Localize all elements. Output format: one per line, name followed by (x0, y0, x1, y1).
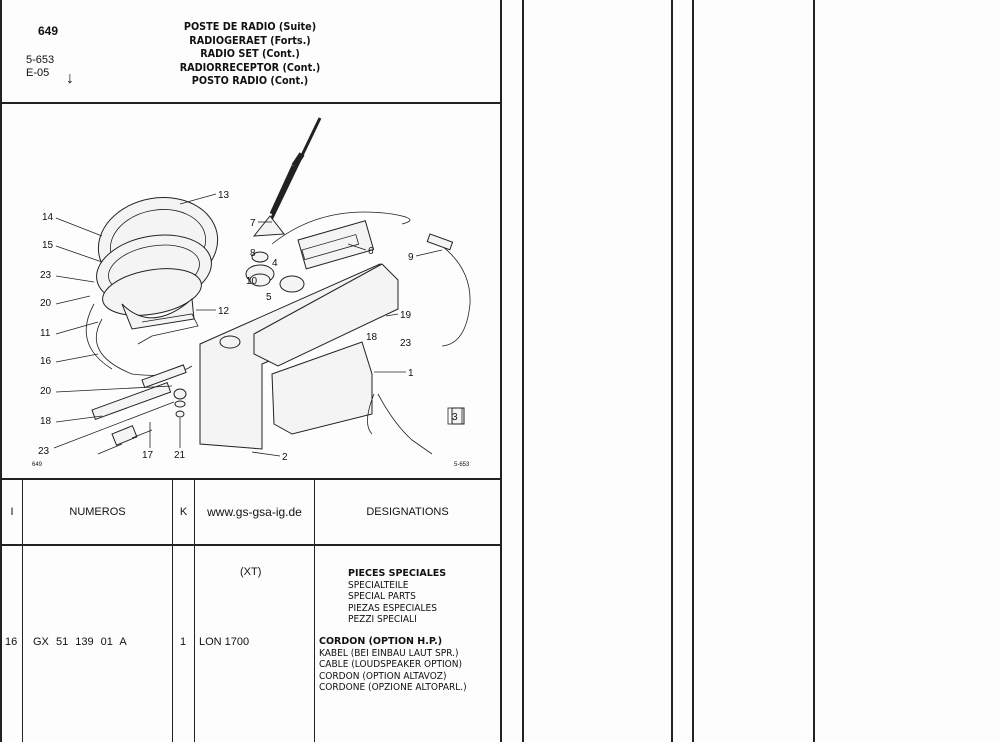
part-number: GX 51 139 01 A (33, 636, 127, 648)
callout-2: 2 (282, 452, 288, 463)
table-header-divider (0, 544, 502, 546)
callout-12: 12 (218, 306, 230, 317)
callout-labels: 13 14 15 23 20 11 16 20 18 23 17 21 12 7… (32, 190, 470, 468)
callout-19: 18 (366, 332, 378, 343)
cable-drawing (85, 211, 471, 455)
callout-23: 23 (400, 338, 412, 349)
speaker-housing-drawing (96, 197, 219, 345)
title-line: RADIORRECEPTOR (Cont.) (179, 60, 321, 74)
section-line: SPECIALTEILE (348, 579, 409, 591)
callout-20: 20 (40, 298, 52, 309)
col-header-website: www.gs-gsa-ig.de (207, 505, 302, 519)
callout-10: 10 (246, 276, 258, 287)
antenna-drawing (252, 117, 322, 237)
callout-5: 5 (266, 292, 272, 303)
col-header-k: K (179, 506, 188, 518)
row-index: 16 (5, 636, 18, 648)
reference-codes: 5-653 E-05 (26, 54, 54, 80)
reference-code: 5-653 (26, 54, 55, 66)
section-line: PIEZAS ESPECIALES (348, 602, 437, 614)
designation-line: CORDONE (OPZIONE ALTOPARL.) (319, 682, 467, 693)
designation-line: CABLE (LOUDSPEAKER OPTION) (319, 659, 463, 670)
col-header-index: I (10, 506, 14, 518)
callout-14: 14 (42, 212, 54, 223)
diagram-corner-code: 649 (32, 462, 43, 468)
column-divider (522, 0, 524, 742)
table-col-divider (22, 480, 23, 742)
callout-18: 18 (40, 416, 52, 427)
table-col-divider (172, 480, 173, 742)
radio-box-drawing (199, 220, 399, 450)
column-divider (671, 0, 673, 742)
callout-3: 3 (452, 412, 458, 423)
column-divider (692, 0, 694, 742)
callout-20: 19 (400, 310, 412, 321)
page-number: 649 (38, 24, 59, 38)
section-title: PIECES SPECIALES (348, 568, 447, 579)
col-header-numeros: NUMEROS (69, 506, 126, 518)
designation-line: CORDON (OPTION ALTAVOZ) (319, 670, 447, 682)
diagram-corner-code: 5-653 (454, 462, 470, 468)
column-divider-main (500, 0, 502, 742)
designation: CORDON (OPTION H.P.) KABEL (BEI EINBAU L… (319, 636, 467, 694)
small-parts-drawing (91, 273, 465, 455)
reference: LON 1700 (199, 636, 250, 648)
title-line: POSTE DE RADIO (Suite) (183, 20, 317, 33)
callout-22: 21 (174, 450, 186, 461)
section-heading: PIECES SPECIALES SPECIALTEILE SPECIAL PA… (348, 568, 446, 626)
title-line: RADIO SET (Cont.) (200, 47, 300, 60)
column-divider (813, 0, 815, 742)
diagram-bottom-divider (0, 478, 502, 480)
table-col-divider (194, 480, 195, 742)
section-line: SPECIAL PARTS (348, 591, 416, 602)
variant-label: (XT) (240, 566, 262, 578)
callout-9: 9 (408, 252, 414, 263)
callout-21: 20 (40, 386, 52, 397)
callout-11: 11 (40, 328, 51, 339)
callout-1: 1 (408, 368, 414, 379)
parts-diagram: 13 14 15 23 20 11 16 20 18 23 17 21 12 7… (32, 117, 471, 468)
border-left (0, 0, 2, 742)
callout-13: 13 (218, 190, 230, 201)
callout-16: 16 (40, 356, 52, 367)
designation-title: CORDON (OPTION H.P.) (319, 636, 443, 647)
callout-23: 23 (40, 270, 52, 281)
callout-8: 8 (250, 248, 256, 259)
title-line: POSTO RADIO (Cont.) (191, 74, 309, 87)
callout-7: 7 (250, 218, 256, 229)
section-line: PEZZI SPECIALI (348, 614, 417, 625)
table-col-divider (314, 480, 315, 742)
callout-15: 15 (42, 240, 54, 251)
callout-6: 6 (368, 246, 374, 257)
callout-4: 4 (272, 258, 278, 269)
quantity: 1 (180, 636, 187, 648)
callout-17: 17 (142, 450, 154, 461)
title-line: RADIOGERAET (Forts.) (189, 33, 311, 47)
designation-line: KABEL (BEI EINBAU LAUT SPR.) (319, 647, 459, 659)
col-header-designations: DESIGNATIONS (366, 506, 449, 518)
callout-23: 23 (38, 446, 50, 457)
down-arrow-icon: ↓ (66, 70, 74, 87)
page-title: POSTE DE RADIO (Suite) RADIOGERAET (Fort… (162, 20, 338, 88)
reference-code: E-05 (26, 67, 50, 79)
header-divider (0, 102, 502, 104)
